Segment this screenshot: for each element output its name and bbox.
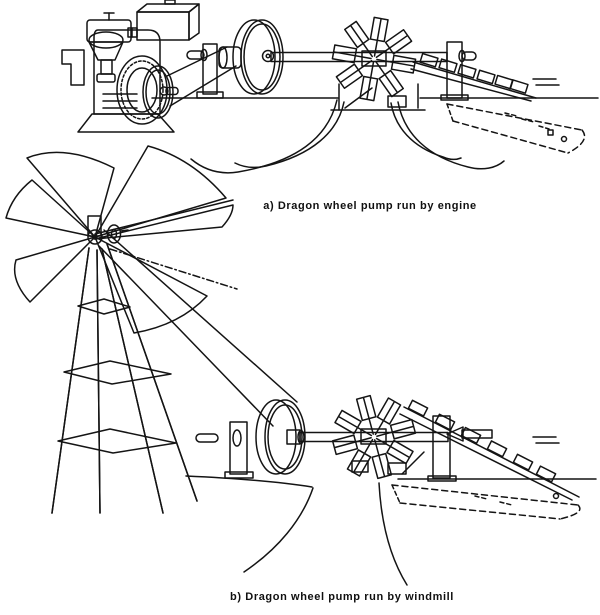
well-mouth-b <box>243 482 408 586</box>
well-frame-a <box>330 83 426 111</box>
drive-pulley-b <box>255 399 306 475</box>
tower-brace-upper <box>77 298 131 315</box>
diagram-panel-b: b) Dragon wheel pump run by windmill <box>5 145 597 603</box>
bearing-post-right-b <box>432 415 451 479</box>
idler-roller-b <box>552 492 560 500</box>
lattice-tower <box>51 243 198 514</box>
tower-brace-middle <box>63 360 172 385</box>
pump-a <box>186 16 537 102</box>
bearing-post-right-a <box>446 41 463 99</box>
shaft-arrow-b <box>446 426 493 442</box>
submerged-trough-b <box>391 484 581 520</box>
engine-fuel-tank <box>136 0 200 41</box>
air-cleaner-bowl <box>88 31 124 49</box>
paddle-trough-a <box>410 52 537 102</box>
water-level-mark-b <box>532 436 560 444</box>
caption-panel-a: a) Dragon wheel pump run by engine <box>263 200 477 212</box>
shaft-stub-right-a <box>461 51 477 61</box>
idler-roller-a <box>560 135 568 143</box>
fuel-cap <box>164 0 176 5</box>
wheel-hub-a <box>361 50 387 67</box>
engine-exhaust-pipe <box>61 49 85 86</box>
windmill <box>5 145 238 514</box>
engine-pulley <box>142 65 179 119</box>
bearing-post-left-a <box>202 43 218 95</box>
dragon-wheel-b <box>331 394 417 480</box>
paddle-trough-b <box>399 399 580 501</box>
caption-panel-b: b) Dragon wheel pump run by windmill <box>230 591 454 603</box>
drive-pulley-a <box>232 19 284 95</box>
shaft-stub-left-a <box>186 50 205 60</box>
windmill-sails <box>5 145 234 334</box>
ground-line-b-left <box>185 475 313 488</box>
wheel-hub-b <box>360 428 387 445</box>
engine-cylinder-head <box>86 12 132 83</box>
windmill-hub <box>87 229 103 245</box>
drive-shaft-b <box>299 431 449 443</box>
engine-flywheel <box>116 55 168 125</box>
diagram-panel-a: a) Dragon wheel pump run by engine <box>61 0 599 212</box>
well-mouth-a <box>190 99 505 174</box>
bearing-post-left-b <box>229 421 248 475</box>
shaft-stub-left-b <box>195 433 219 443</box>
dragon-wheel-a <box>331 16 417 102</box>
tower-brace-lower <box>57 428 177 454</box>
submerged-trough-a <box>446 103 586 154</box>
belt-drum-a <box>218 46 242 69</box>
engine <box>61 0 200 133</box>
well-frame-b <box>351 451 425 475</box>
sail-hidden-edge <box>109 248 238 290</box>
pump-b <box>195 394 580 501</box>
drive-belt-b <box>98 229 298 427</box>
water-level-mark-a <box>532 78 560 86</box>
